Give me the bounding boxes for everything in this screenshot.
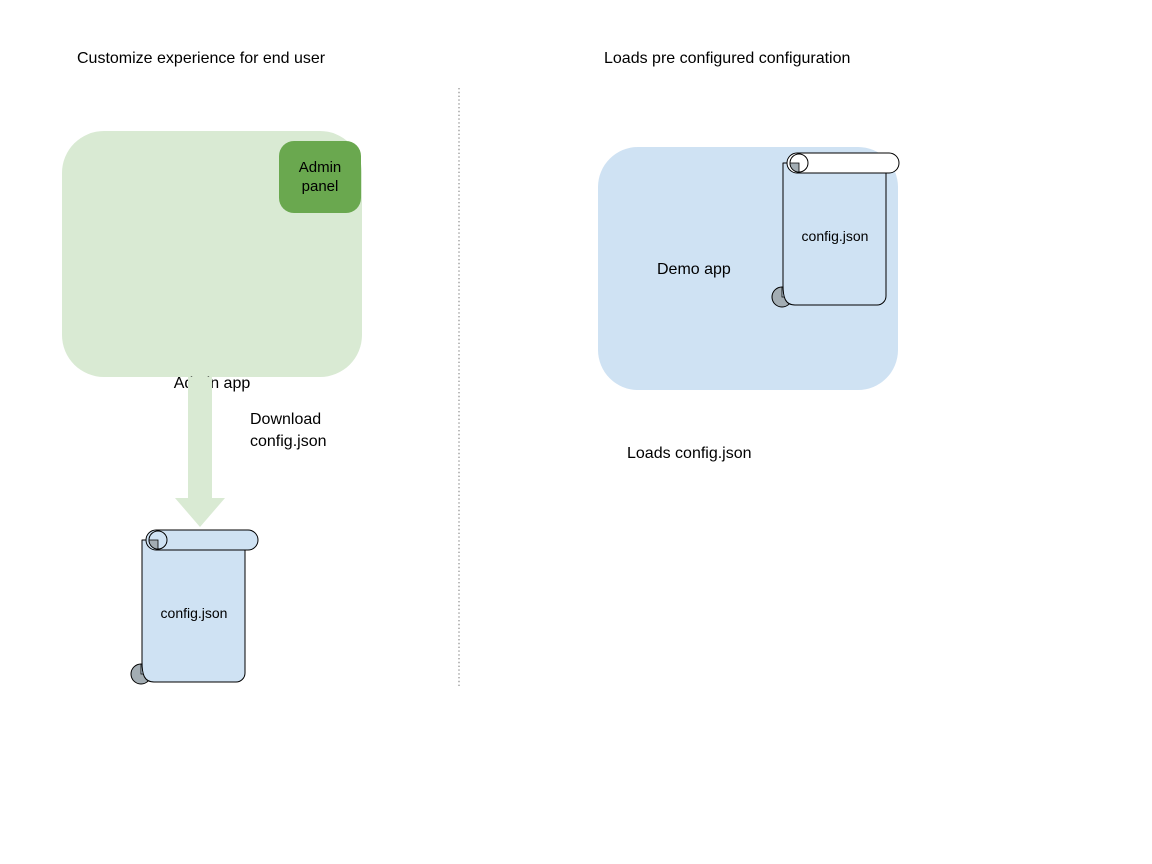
section-divider [458, 88, 460, 686]
left-section-title: Customize experience for end user [77, 50, 326, 67]
admin-panel-shape: Admin panel [279, 141, 361, 213]
config-file-label-left: config.json [161, 605, 228, 621]
scroll-body [782, 162, 887, 306]
demo-app-label: Demo app [657, 261, 731, 278]
right-section-title: Loads pre configured configuration [604, 50, 851, 67]
arrow-shape [175, 377, 225, 527]
download-label-line2: config.json [250, 433, 327, 450]
scroll-top-roll [786, 152, 900, 174]
scroll-top-roll [145, 529, 259, 551]
config-file-label-right: config.json [802, 228, 869, 244]
scroll-top-curl-shade [148, 539, 159, 550]
admin-app-shape: Admin app Admin panel [62, 131, 362, 392]
download-arrow-icon [175, 377, 225, 527]
config-file-scroll-right: config.json [771, 152, 900, 308]
scroll-top-curl-shade [789, 162, 800, 173]
download-label-line1: Download [250, 411, 322, 428]
scroll-body [141, 539, 246, 683]
loads-config-caption: Loads config.json [627, 445, 752, 462]
download-arrow-label: Download config.json [250, 409, 327, 453]
config-file-scroll-left: config.json [130, 529, 259, 685]
admin-panel-label: Admin panel [298, 159, 342, 195]
